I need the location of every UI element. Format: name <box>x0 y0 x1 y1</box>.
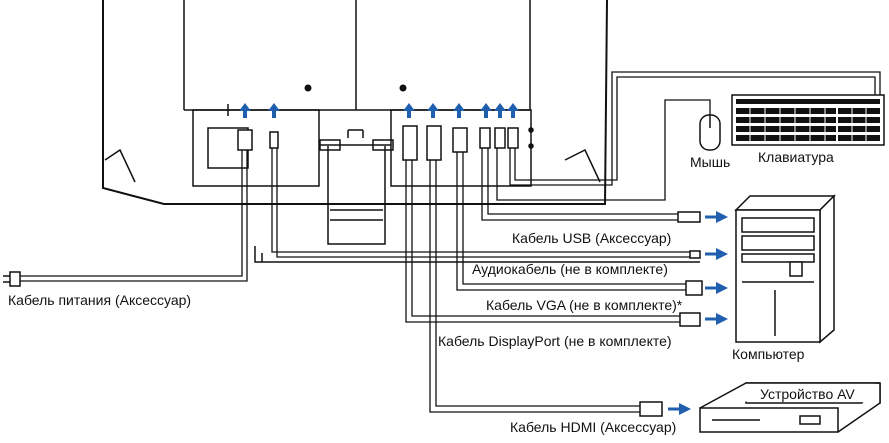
port-up-arrows <box>239 103 519 118</box>
power-plug-icon <box>9 271 21 287</box>
up-arrow-icon <box>239 103 251 118</box>
computer-icon <box>734 194 836 344</box>
up-arrow-icon <box>268 103 280 118</box>
power-cable-label: Кабель питания (Аксессуар) <box>8 292 192 308</box>
up-arrow-icon <box>403 103 415 118</box>
port-panel <box>192 104 534 187</box>
up-arrow-icon <box>507 103 519 118</box>
hdmi-cable-label: Кабель HDMI (Аксессуар) <box>510 419 677 435</box>
up-arrow-icon <box>453 103 465 118</box>
hdmi-plug-icon <box>639 401 663 417</box>
audio-cable-label: Аудиокабель (не в комплекте) <box>472 261 668 277</box>
up-arrow-icon <box>480 103 492 118</box>
up-arrow-icon <box>494 103 506 118</box>
dp-plug-icon <box>679 312 701 327</box>
vga-plug-icon <box>685 280 703 296</box>
cables <box>20 71 881 413</box>
up-arrow-icon <box>427 103 439 118</box>
keyboard-label: Клавиатура <box>758 149 834 165</box>
av-device-icon <box>699 382 881 433</box>
direction-arrows <box>668 211 728 415</box>
displayport-cable-label: Кабель DisplayPort (не в комплекте) <box>438 333 672 349</box>
usb-cable-label: Кабель USB (Аксессуар) <box>512 230 672 246</box>
monitor-stand <box>254 129 700 263</box>
mouse-icon <box>699 114 721 151</box>
cable-ends <box>3 211 703 417</box>
vga-cable-label: Кабель VGA (не в комплекте)* <box>486 297 683 313</box>
mouse-label: Мышь <box>690 154 731 170</box>
computer-label: Компьютер <box>732 346 805 362</box>
usb-plug-icon <box>677 211 701 223</box>
audio-jack-icon <box>689 250 701 259</box>
plugs <box>237 125 519 161</box>
av-device-label: Устройство AV <box>760 386 855 402</box>
keyboard-icon <box>731 94 885 146</box>
